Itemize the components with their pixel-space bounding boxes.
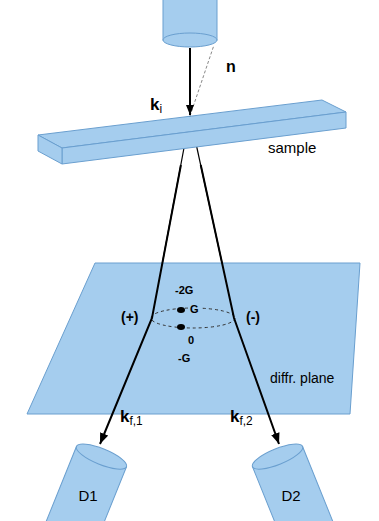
node-outline [241, 444, 341, 521]
plane-label: G [189, 303, 200, 315]
scattered-beam-arrow [100, 165, 181, 444]
scattered-beam-arrow [201, 165, 279, 444]
reflection-dot [177, 307, 185, 313]
cylinder-end [249, 439, 305, 474]
sample-slab [38, 100, 346, 164]
sample-slab: sample [38, 95, 348, 165]
node-text: D2 [281, 488, 300, 505]
node-text: D1 [78, 488, 97, 505]
shape-face [38, 135, 62, 164]
detector-cylinder: D2 [241, 444, 341, 521]
vector-label: kf,1 [120, 408, 143, 428]
plane-label: -2G [174, 284, 194, 296]
node-text: diffr. plane [270, 371, 334, 386]
detector-cylinder: D1 [38, 444, 138, 521]
plane-label: n [226, 58, 236, 76]
cylinder-end [73, 439, 129, 474]
vector-label: ki [150, 96, 162, 116]
plane-label: 0 [187, 334, 195, 346]
diffraction-plane [27, 263, 360, 414]
shape-face [27, 263, 360, 414]
plane-label: (-) [246, 310, 260, 325]
node-outline [38, 444, 138, 521]
normal-line [190, 45, 214, 116]
detector-cylinder [249, 439, 343, 521]
plane-label: -G [177, 352, 191, 364]
shape-face [62, 112, 346, 164]
source-cylinder [163, 0, 217, 47]
incident-arrow [189, 48, 191, 115]
node-text: sample [268, 140, 316, 157]
vector-label: kf,2 [230, 408, 253, 428]
plane-label: (+) [121, 310, 139, 325]
reflection-dot [177, 324, 185, 330]
detector-cylinder [35, 439, 129, 521]
